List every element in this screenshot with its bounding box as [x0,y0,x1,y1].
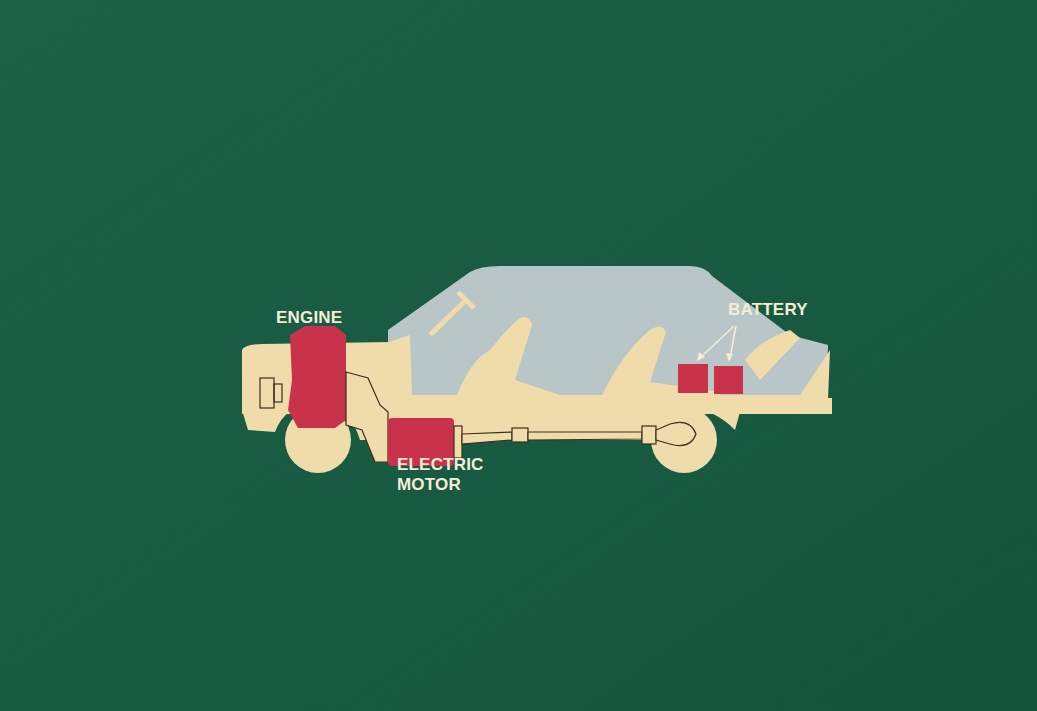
engine [288,326,346,428]
driveshaft [528,432,642,440]
battery [714,366,743,394]
transmission [346,372,388,462]
part-label: ELECTRIC MOTOR [397,455,493,495]
part-label: BATTERY [728,300,808,320]
leader-line [730,326,736,358]
differential [656,422,696,445]
radiator [274,384,282,402]
arrow-head [726,353,733,362]
universal-joint [512,428,528,442]
headlight [260,378,274,408]
leader-line [700,326,734,358]
motor-flange [454,426,462,458]
rear-seat [600,326,720,410]
driveshaft [462,432,512,444]
rear-shelf [745,330,800,380]
part-label: ENGINE [276,308,342,328]
front-seat [455,317,560,410]
battery [678,364,708,393]
rear-wheel [651,407,717,473]
arrow-head [697,352,705,361]
steering-wheel [458,292,474,308]
universal-joint [642,426,656,444]
steering-column [430,300,466,335]
